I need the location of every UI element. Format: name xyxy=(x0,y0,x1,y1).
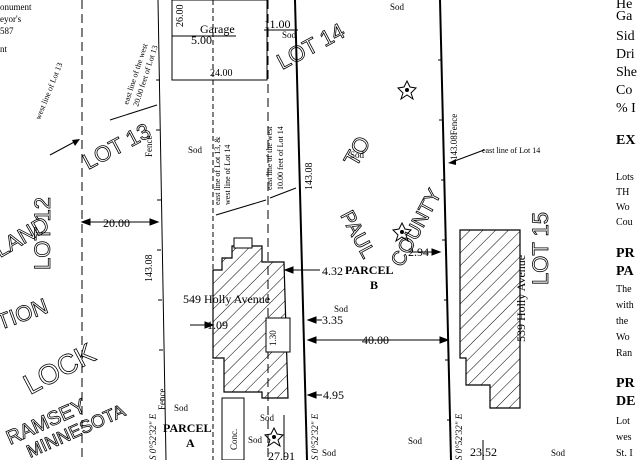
fence-label-right: 143.08Fence xyxy=(449,114,459,160)
sod-label: Sod xyxy=(322,448,337,458)
bearing-mid: S 0°52'32" E xyxy=(310,413,320,460)
lot-12-label: LOT 12 xyxy=(30,197,55,270)
parcel-a-label: PARCEL xyxy=(163,421,211,435)
dimension-lines xyxy=(80,218,484,460)
garage-dim-side: 5.00 xyxy=(191,33,212,47)
section-heading: EX xyxy=(616,133,636,148)
paragraph-line: TH xyxy=(616,187,630,198)
west-line-lot-13 xyxy=(157,0,167,460)
east-line-lot-14 xyxy=(439,0,452,460)
paragraph-line: The xyxy=(616,284,632,295)
tree-icon xyxy=(391,221,413,243)
paragraph-line: Wo xyxy=(616,332,630,343)
section-heading: DE xyxy=(616,394,636,409)
section-heading: PR xyxy=(616,376,635,391)
house-539-label: 539 Holly Avenue xyxy=(514,255,528,342)
sod-label: Sod xyxy=(188,145,203,155)
parcel-a-letter: A xyxy=(186,436,195,450)
note-east-line-14: east line of Lot 14 xyxy=(482,146,540,155)
parcel-b-letter: B xyxy=(370,278,378,292)
sod-label: Sod xyxy=(248,435,263,445)
legend-item: He xyxy=(616,0,633,12)
legend-item: Sid xyxy=(616,29,635,44)
house-549-deck xyxy=(265,317,291,353)
dim-294: 2.94 xyxy=(408,245,429,259)
dim-335: 3.35 xyxy=(322,313,343,327)
legend-item: Co xyxy=(616,83,633,98)
note-west-line-13: west line of Lot 13 xyxy=(34,61,65,120)
fence-label-bottom: Fence xyxy=(157,389,167,411)
addition-label: TION xyxy=(0,293,51,334)
left-note: nt xyxy=(0,44,8,54)
legend-item: % I xyxy=(616,101,636,116)
parcel-b-label: PARCEL xyxy=(345,263,393,277)
dim-143-left: 143.08 xyxy=(144,255,155,283)
fence-label-left: Fence xyxy=(144,136,154,158)
sod-label: Sod xyxy=(334,304,349,314)
concrete-label: Conc. xyxy=(229,429,239,450)
house-549-label: 549 Holly Avenue xyxy=(183,292,270,306)
sod-label: Sod xyxy=(282,30,297,40)
sod-label: Sod xyxy=(260,413,275,423)
section-heading: PA xyxy=(616,264,634,279)
dim-109: 1.09 xyxy=(207,318,228,332)
paragraph-line: wes xyxy=(616,432,632,443)
paul-label: PAUL xyxy=(336,207,379,262)
dim-20: 20.00 xyxy=(103,216,130,230)
tree-icon xyxy=(263,426,285,448)
dim-495: 4.95 xyxy=(323,388,344,402)
dim-40: 40.00 xyxy=(362,333,389,347)
concrete-walk xyxy=(221,397,245,460)
left-note: eyor's xyxy=(0,14,22,24)
block-label: LOCK xyxy=(18,337,100,400)
paragraph-line: Lots xyxy=(616,172,634,183)
left-note: onument xyxy=(0,2,32,12)
tree-icon xyxy=(396,79,418,101)
paragraph-line: the xyxy=(616,316,629,327)
left-notes: onument eyor's 587 nt xyxy=(0,0,70,70)
lot-15-label: LOT 15 xyxy=(528,212,553,285)
paragraph-line: with xyxy=(616,300,634,311)
dim-432: 4.32 xyxy=(322,264,343,278)
garage-dim-top: 26.00 xyxy=(175,5,186,28)
sod-label: Sod xyxy=(174,403,189,413)
house-539 xyxy=(459,229,521,409)
parcel-line xyxy=(294,0,308,460)
garage-dim-bottom: 24.00 xyxy=(210,68,233,79)
paragraph-line: Lot xyxy=(616,416,630,427)
dim-2352: 23.52 xyxy=(470,445,497,459)
sod-label: Sod xyxy=(350,150,365,160)
sod-label: Sod xyxy=(408,436,423,446)
note-east13-a: east line of Lot 13, & xyxy=(213,136,222,205)
dim-130: 1.30 xyxy=(268,330,278,346)
dim-143-mid: 143.08 xyxy=(304,163,315,191)
right-legend-panel: He Ga Sid Dri She Co % I EX Lots TH Wo C… xyxy=(602,0,640,460)
note-eastwest10-a: east line of the west xyxy=(265,126,274,190)
legend-item: She xyxy=(616,65,637,80)
garage-label: Garage xyxy=(200,22,235,36)
dim-2791: 27.91 xyxy=(268,449,295,460)
house-549-steps xyxy=(233,237,253,249)
paragraph-line: Ran xyxy=(616,348,633,359)
note-east13-b: west line of Lot 14 xyxy=(223,145,232,205)
section-heading: PR xyxy=(616,246,635,261)
garage-outline xyxy=(171,0,268,81)
paragraph-line: Cou xyxy=(616,217,633,228)
legend-item: Ga xyxy=(616,9,633,24)
legend-item: Dri xyxy=(616,47,635,62)
bearing-right: S 0°52'32" E xyxy=(454,413,464,460)
sod-label: Sod xyxy=(390,2,405,12)
paragraph-line: St. I xyxy=(616,448,633,459)
fence-ticks xyxy=(156,59,451,421)
note-eastwest10-b: 10.00 feet of Lot 14 xyxy=(276,126,285,190)
dim-11: 11.00 xyxy=(264,17,291,31)
bearing-left: S 0°52'32" E xyxy=(148,413,158,460)
sod-label: Sod xyxy=(551,448,566,458)
left-note: 587 xyxy=(0,26,14,36)
paragraph-line: Wo xyxy=(616,202,630,213)
